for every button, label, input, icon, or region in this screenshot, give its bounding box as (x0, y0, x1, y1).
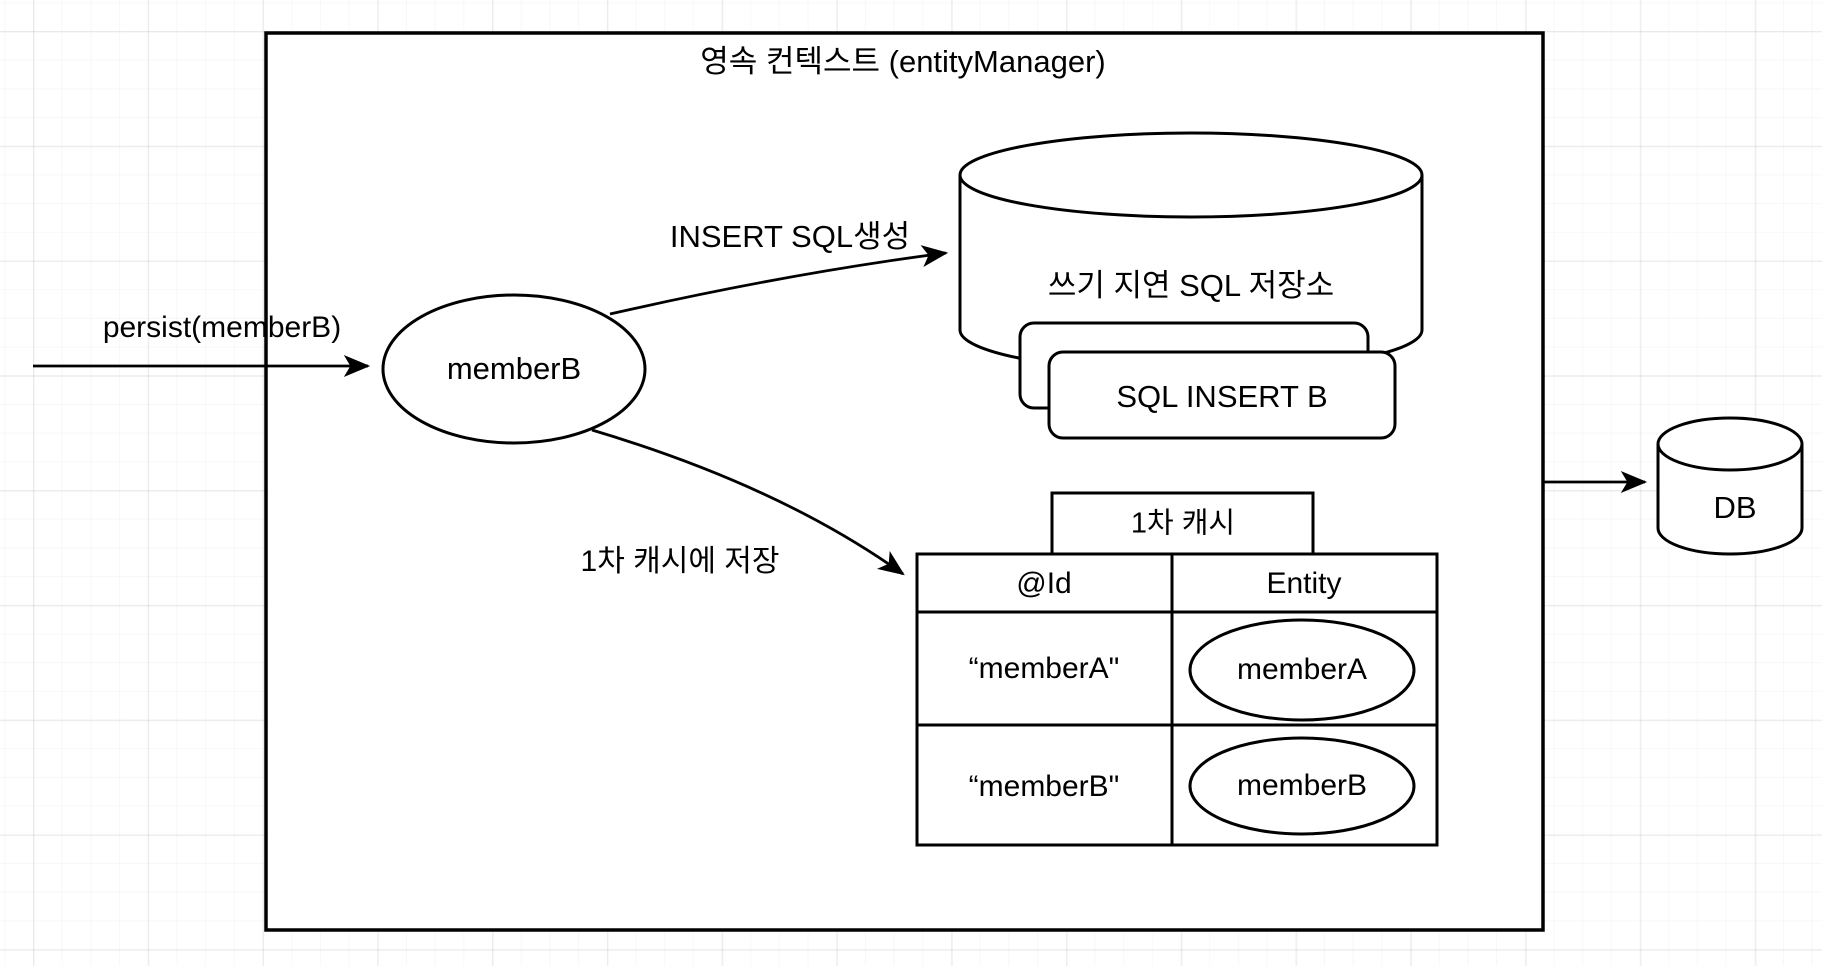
insert-sql-arrow-label: INSERT SQL생성 (669, 219, 911, 255)
insert-sql-arrow (609, 245, 949, 316)
db-label: DB (1713, 490, 1757, 526)
cache-header-id: @Id (1016, 566, 1072, 600)
persistence-context-title: 영속 컨텍스트 (entityManager) (700, 44, 1106, 80)
persist-arrow-label: persist(memberB) (102, 310, 342, 344)
sql-insert-card-label: SQL INSERT B (1116, 379, 1328, 415)
sql-store-label: 쓰기 지연 SQL 저장소 (1047, 268, 1335, 304)
cache-row-id-memberB: “memberB" (968, 769, 1120, 803)
cache-title-label: 1차 캐시 (1130, 507, 1236, 540)
cache-entity-ellipse-memberA (1188, 618, 1416, 722)
db-cylinder (1656, 416, 1804, 556)
member-entity-label: memberB (446, 351, 582, 387)
cache-row-id-memberA: “memberA" (968, 651, 1120, 685)
cache-header-entity: Entity (1266, 566, 1342, 600)
cache-row-entity-memberA: memberA (1236, 652, 1368, 686)
sql-card-front (1047, 350, 1397, 440)
cache-save-arrow-label: 1차 캐시에 저장 (580, 544, 780, 578)
cache-save-arrow (591, 428, 905, 576)
cache-entity-ellipse-memberB (1188, 736, 1416, 836)
cache-row-entity-memberB: memberB (1236, 768, 1368, 802)
member-entity-ellipse (381, 293, 647, 445)
